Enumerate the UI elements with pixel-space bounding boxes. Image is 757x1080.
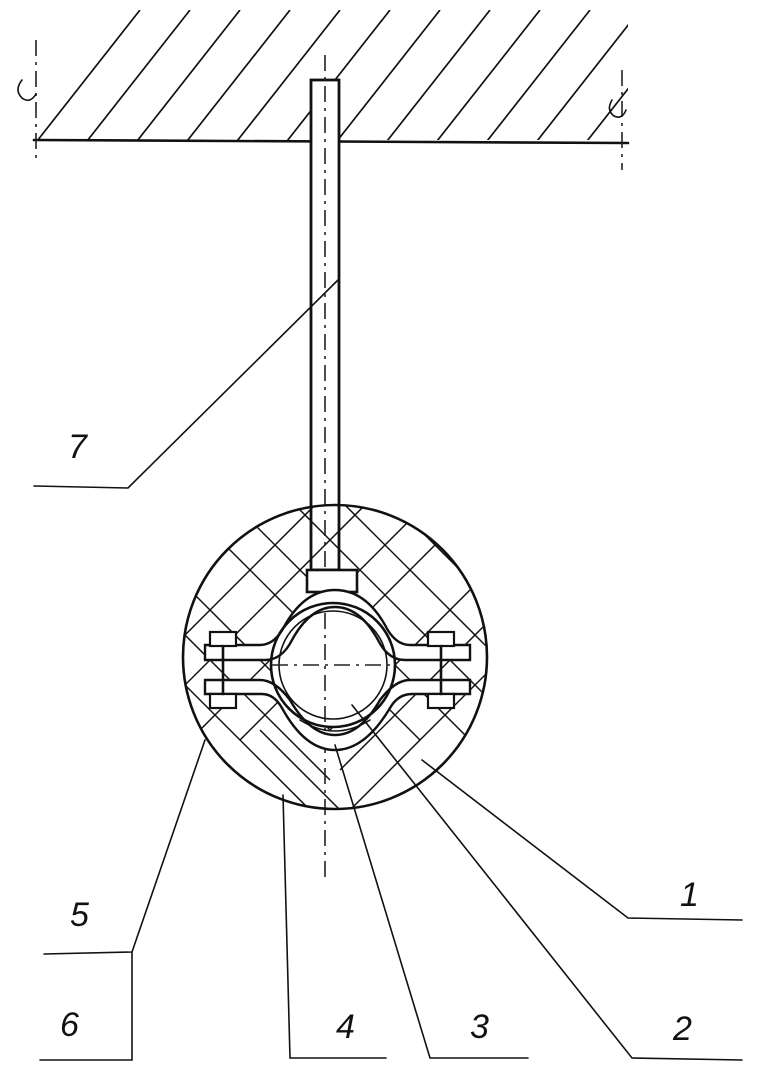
leader-7 (33, 279, 339, 489)
label-5: 5 (70, 896, 89, 934)
bolt-head-right (426, 630, 456, 648)
leader-2 (351, 704, 743, 1061)
label-1: 1 (680, 876, 699, 914)
break-symbol-right (608, 99, 627, 118)
gasket-pad (299, 719, 371, 732)
nut-right (426, 692, 456, 710)
pipe (269, 601, 397, 729)
hanger-rod (309, 55, 341, 880)
pipe-clamp (203, 568, 472, 752)
label-4: 4 (336, 1008, 355, 1046)
leader-lines (33, 279, 743, 1061)
insulation-outer-edge (181, 503, 489, 811)
lower-clamp-strap (203, 678, 472, 752)
label-3: 3 (470, 1008, 489, 1046)
rod-nut (305, 568, 359, 594)
leader-1 (421, 759, 743, 921)
label-2: 2 (672, 1010, 692, 1048)
break-symbol-left (17, 79, 37, 102)
callout-labels: 7 1 2 3 4 5 6 (60, 428, 699, 1048)
ceiling-slab (17, 10, 630, 170)
leader-3 (334, 744, 529, 1059)
pipe-outer-wall (269, 601, 397, 729)
label-6: 6 (60, 1006, 79, 1044)
leader-6 (39, 951, 133, 1061)
leader-4 (282, 794, 387, 1059)
ceiling-hatching (38, 10, 628, 140)
upper-clamp-strap (203, 588, 472, 662)
nut-left (208, 692, 238, 710)
bolt-head-left (208, 630, 238, 648)
label-7: 7 (68, 428, 88, 466)
leader-5 (43, 739, 206, 955)
